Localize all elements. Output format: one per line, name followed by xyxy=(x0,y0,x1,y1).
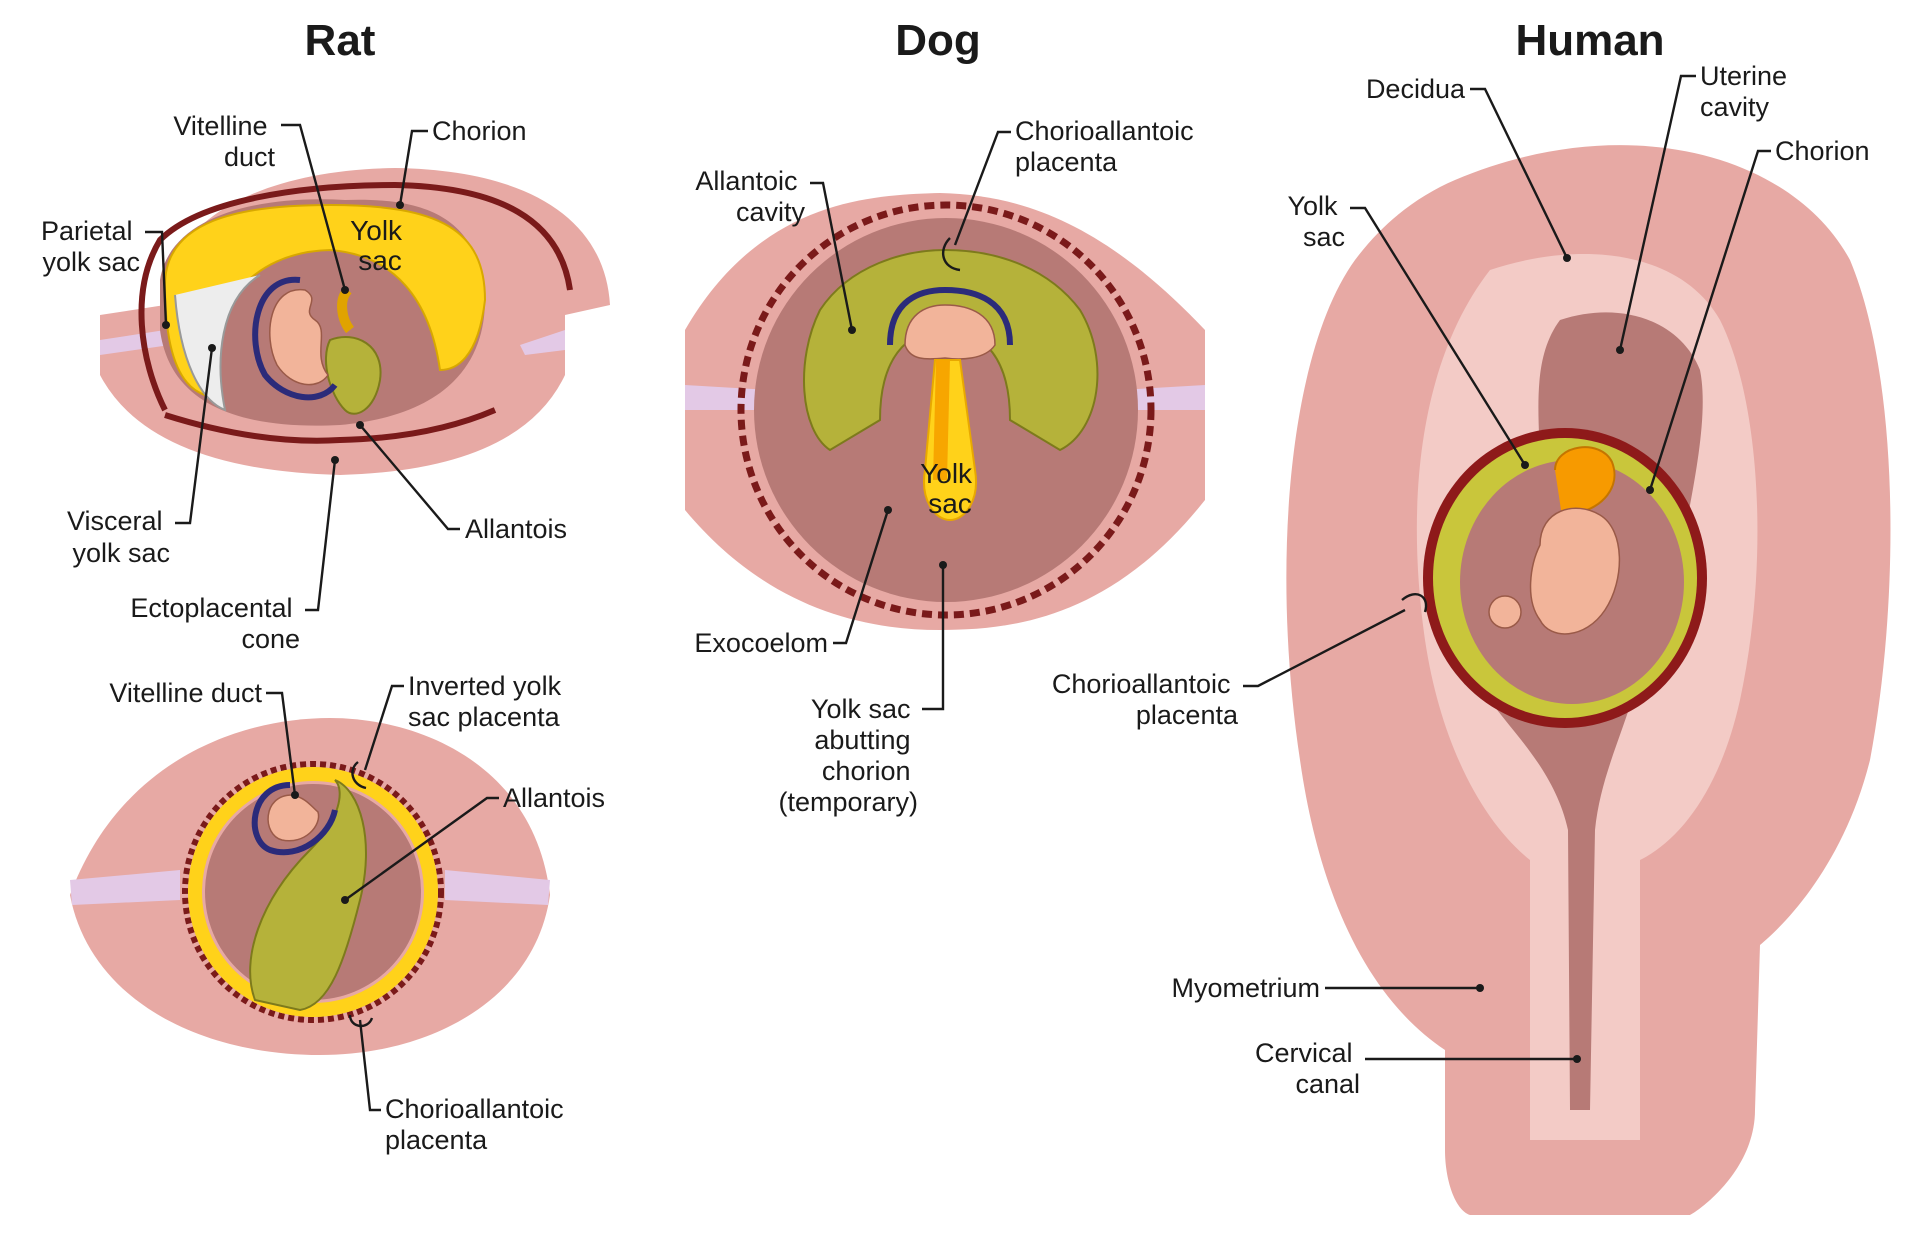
rat-bottom-allantois-leader xyxy=(344,796,499,901)
human-uterine-cavity-leader xyxy=(1618,74,1696,351)
dog-yolk-sac-abutting-label: Yolk sac abutting chorion (temporary) xyxy=(778,694,918,817)
rat-allantois-dot xyxy=(356,421,364,429)
rat-bottom-illustration xyxy=(70,718,550,1055)
rat-parietal-yolk-sac-dot xyxy=(162,321,170,329)
rat-bottom-vitelline-duct-leader xyxy=(266,691,297,796)
rat-ectoplacental-cone-leader xyxy=(305,459,337,612)
human-chorion-dot xyxy=(1646,486,1654,494)
rat-chorioallantoic-placenta-label: Chorioallantoic placenta xyxy=(385,1094,571,1155)
rat-chorioallantoic-placenta-leader xyxy=(358,1019,381,1112)
dog-allantoic-cavity-label: Allantoic cavity xyxy=(695,166,805,227)
rat-top-yolk-sac-label: Yolk sac xyxy=(350,215,410,276)
dog-chorioallantoic-placenta-bracket xyxy=(941,237,961,272)
human-myometrium-label: Myometrium xyxy=(1171,973,1320,1003)
rat-inverted-yolk-sac-placenta-leader xyxy=(363,684,404,771)
dog-title: Dog xyxy=(895,16,981,65)
rat-ectoplacental-cone-dot xyxy=(331,456,339,464)
human-yolk-sac-leader xyxy=(1350,206,1527,466)
human-chorion-leader xyxy=(1648,149,1771,491)
dog-yolk-sac-abutting-dot xyxy=(939,561,947,569)
human-cervical-canal-label: Cervical canal xyxy=(1255,1038,1360,1099)
dog-chorioallantoic-placenta-label: Chorioallantoic placenta xyxy=(1015,116,1201,177)
rat-bottom-allantois-label: Allantois xyxy=(503,783,605,813)
human-chorioallantoic-placenta-bracket xyxy=(1401,593,1428,613)
rat-bottom-vitelline-duct-label: Vitelline duct xyxy=(109,678,262,708)
human-myometrium-dot xyxy=(1476,984,1484,992)
rat-bottom-allantois-dot xyxy=(341,896,349,904)
rat-vitelline-duct-dot xyxy=(341,286,349,294)
rat-inverted-yolk-sac-placenta-label: Inverted yolk sac placenta xyxy=(408,671,569,732)
human-chorioallantoic-placenta-label: Chorioallantoic placenta xyxy=(1052,669,1239,730)
rat-chorion-leader xyxy=(398,129,428,206)
rat-allantois-label: Allantois xyxy=(465,514,567,544)
dog-exocoelom-leader xyxy=(833,509,890,645)
rat-visceral-yolk-sac-label: Visceral yolk sac xyxy=(67,506,170,568)
rat-chorioallantoic-placenta-bracket xyxy=(348,1014,374,1028)
rat-parietal-yolk-sac-leader xyxy=(145,230,168,326)
rat-inverted-yolk-sac-placenta-bracket xyxy=(351,761,367,790)
human-decidua-label: Decidua xyxy=(1366,74,1466,104)
human-decidua-dot xyxy=(1563,254,1571,262)
human-chorion-label: Chorion xyxy=(1775,136,1870,166)
human-uterine-cavity-dot xyxy=(1616,346,1624,354)
dog-allantoic-cavity-leader xyxy=(810,181,854,331)
dog-exocoelom-dot xyxy=(884,506,892,514)
dog-exocoelom-label: Exocoelom xyxy=(694,628,828,658)
human-decidua-leader xyxy=(1470,87,1569,259)
rat-vitelline-duct-leader xyxy=(281,123,347,291)
human-uterine-cavity-label: Uterine cavity xyxy=(1700,61,1795,122)
rat-title: Rat xyxy=(305,16,376,65)
dog-yolk-sac-abutting-leader xyxy=(922,565,945,711)
human-title: Human xyxy=(1515,16,1664,65)
rat-visceral-yolk-sac-leader xyxy=(175,347,214,525)
rat-top-illustration xyxy=(100,168,610,475)
human-chorioallantoic-placenta-leader xyxy=(1243,608,1406,688)
human-yolk-sac-dot xyxy=(1521,461,1529,469)
rat-visceral-yolk-sac-dot xyxy=(208,344,216,352)
dog-yolk-sac-label: Yolk sac xyxy=(920,458,980,519)
dog-allantoic-cavity-dot xyxy=(848,326,856,334)
rat-bottom-vitelline-duct-dot xyxy=(291,791,299,799)
rat-vitelline-duct-label: Vitelline duct xyxy=(173,111,275,172)
rat-allantois-leader xyxy=(359,424,460,531)
rat-chorion-dot xyxy=(396,201,404,209)
dog-chorioallantoic-placenta-leader xyxy=(953,130,1011,246)
rat-chorion-label: Chorion xyxy=(432,116,527,146)
rat-parietal-yolk-sac-label: Parietal yolk sac xyxy=(41,216,140,277)
human-yolk-sac-label: Yolk sac xyxy=(1287,191,1345,252)
human-illustration xyxy=(1286,145,1891,1216)
human-cervical-canal-dot xyxy=(1573,1055,1581,1063)
rat-ectoplacental-cone-label: Ectoplacental cone xyxy=(130,593,300,654)
